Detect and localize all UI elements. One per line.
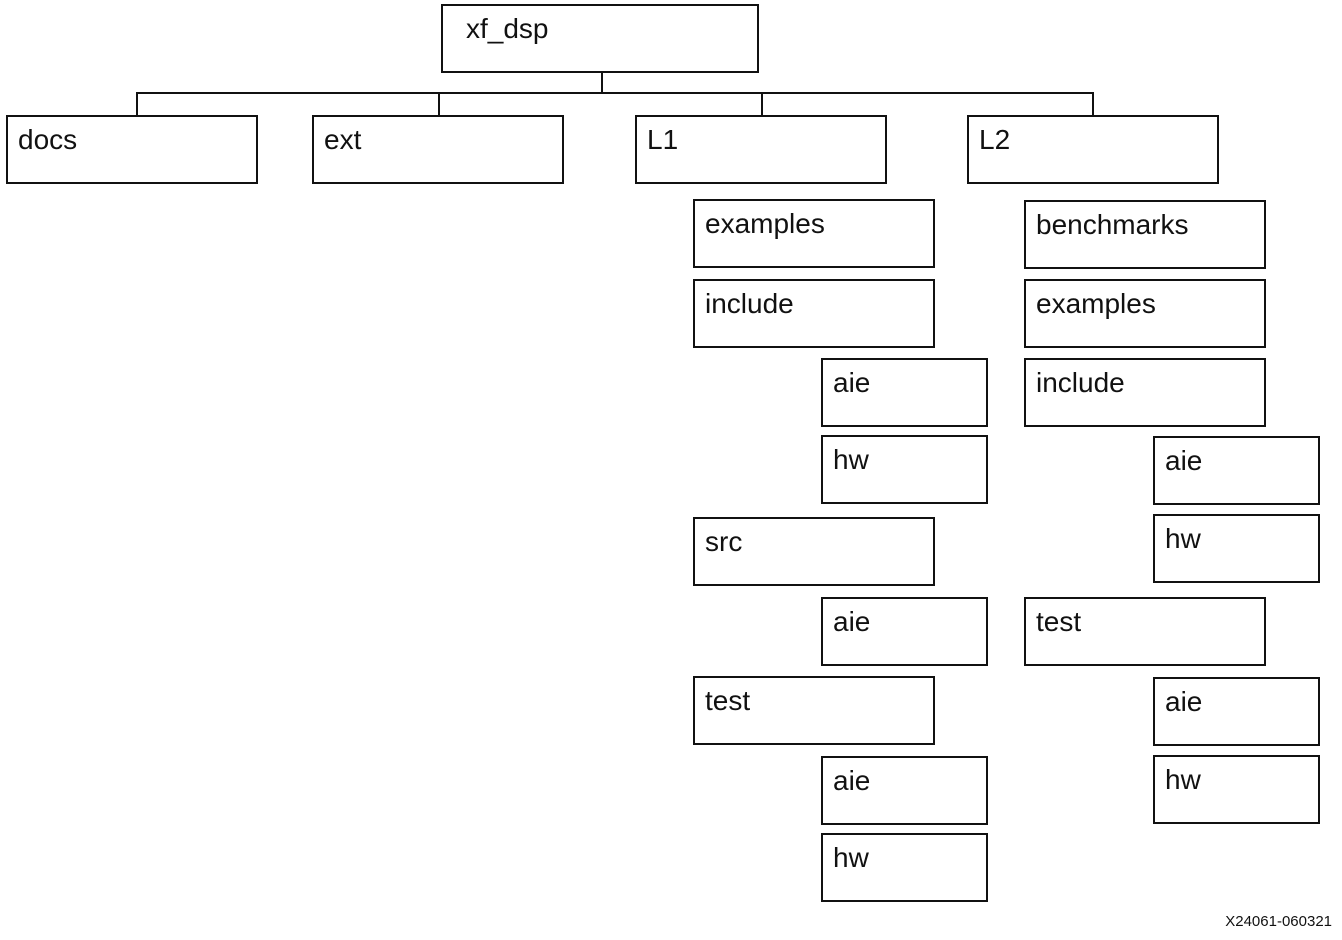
node-l1: L1 — [635, 115, 887, 184]
node-l2-test: test — [1024, 597, 1266, 666]
connector-ext — [438, 92, 440, 116]
node-l2-test-aie: aie — [1153, 677, 1320, 746]
connector-horizontal-bus — [136, 92, 1094, 94]
node-l1-test-hw: hw — [821, 833, 988, 902]
node-l1-src: src — [693, 517, 935, 586]
node-docs: docs — [6, 115, 258, 184]
node-l1-include-aie: aie — [821, 358, 988, 427]
node-l2-include-aie: aie — [1153, 436, 1320, 505]
node-l1-examples: examples — [693, 199, 935, 268]
node-l1-include-hw: hw — [821, 435, 988, 504]
node-l2-examples: examples — [1024, 279, 1266, 348]
node-l2-include-hw: hw — [1153, 514, 1320, 583]
node-l1-src-aie: aie — [821, 597, 988, 666]
node-l2: L2 — [967, 115, 1219, 184]
connector-l1 — [761, 92, 763, 116]
connector-l2 — [1092, 92, 1094, 116]
node-l1-include: include — [693, 279, 935, 348]
connector-docs — [136, 92, 138, 116]
figure-id-label: X24061-060321 — [1225, 913, 1332, 930]
connector-root-stem — [601, 71, 603, 93]
node-ext: ext — [312, 115, 564, 184]
node-l2-benchmarks: benchmarks — [1024, 200, 1266, 269]
node-root: xf_dsp — [441, 4, 759, 73]
node-l1-test: test — [693, 676, 935, 745]
node-l2-include: include — [1024, 358, 1266, 427]
node-l1-test-aie: aie — [821, 756, 988, 825]
node-l2-test-hw: hw — [1153, 755, 1320, 824]
